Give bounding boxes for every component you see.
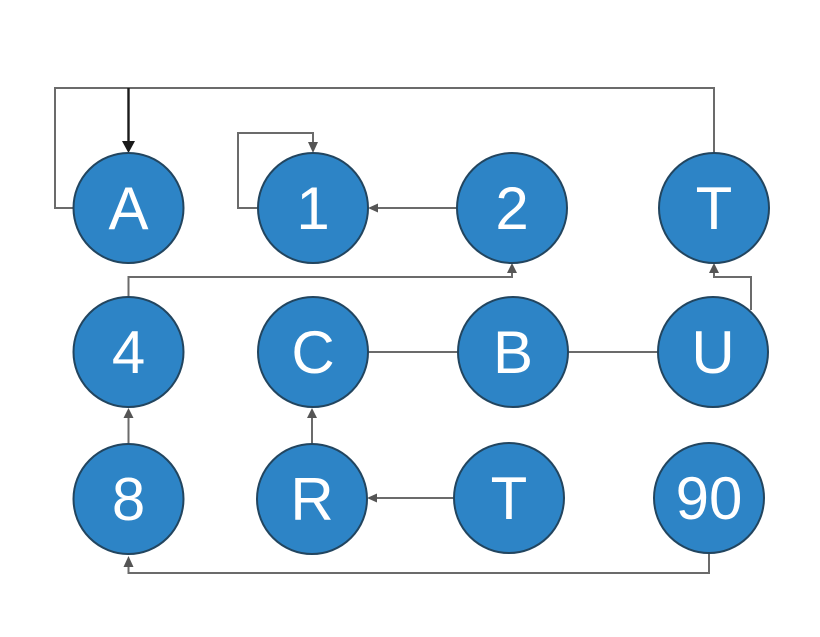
node-1[interactable]: 1 [257, 152, 369, 264]
edge-4-to-2[interactable] [127, 263, 518, 297]
node-T-bottom-circle [453, 442, 565, 554]
edge-Ttop-to-A[interactable] [122, 87, 715, 153]
node-T-top-circle [658, 152, 770, 264]
node-2-label: 2 [495, 175, 528, 242]
node-U-circle [657, 296, 769, 408]
node-C[interactable]: C [257, 296, 369, 408]
arrowhead-icon [123, 556, 134, 567]
node-8[interactable]: 8 [72, 443, 185, 555]
edge-line [127, 273, 513, 297]
edge-line [128, 87, 715, 153]
node-8-label: 8 [112, 466, 145, 533]
node-90-label: 90 [676, 465, 743, 532]
node-C-circle [257, 296, 369, 408]
node-B-label: B [493, 319, 533, 386]
arrowhead-icon [122, 141, 135, 153]
node-T-bottom-label: T [491, 465, 528, 532]
node-1-circle [257, 152, 369, 264]
node-1-label: 1 [296, 175, 329, 242]
node-B-circle [457, 296, 569, 408]
node-B[interactable]: B [457, 296, 569, 408]
node-4[interactable]: 4 [72, 296, 185, 408]
arrowhead-icon [368, 203, 378, 213]
arrowhead-icon [367, 493, 377, 503]
edge-line [713, 273, 752, 310]
edge-8-to-4[interactable] [123, 408, 134, 444]
edge-C-to-B[interactable] [368, 347, 468, 357]
arrowhead-icon [123, 408, 134, 418]
node-8-circle [72, 443, 185, 555]
edge-1-to-1[interactable] [237, 132, 318, 209]
node-U-label: U [691, 319, 734, 386]
node-T-top[interactable]: T [658, 152, 770, 264]
node-R[interactable]: R [256, 443, 368, 555]
edge-2-to-1[interactable] [368, 203, 457, 213]
arrowhead-icon [308, 142, 318, 153]
arrowhead-icon [709, 263, 719, 273]
node-U[interactable]: U [657, 296, 769, 408]
edge-Tbottom-to-R[interactable] [367, 493, 454, 503]
node-A[interactable]: A [72, 152, 185, 264]
edge-90-to-8[interactable] [123, 553, 710, 574]
node-R-circle [256, 443, 368, 555]
node-90-circle [653, 442, 765, 554]
edge-line [54, 87, 129, 209]
node-90[interactable]: 90 [653, 442, 765, 554]
node-R-label: R [290, 466, 333, 533]
node-2-circle [456, 152, 568, 264]
edge-U-to-Ttop[interactable] [709, 263, 752, 310]
node-4-label: 4 [112, 319, 145, 386]
node-A-circle [72, 152, 185, 264]
node-T-bottom[interactable]: T [453, 442, 565, 554]
edge-line [237, 132, 314, 209]
arrowhead-icon [307, 408, 317, 418]
arrowhead-icon [507, 263, 517, 273]
edge-R-to-C[interactable] [307, 408, 317, 444]
node-T-top-label: T [696, 175, 733, 242]
edge-line [127, 553, 710, 574]
edge-A-to-A[interactable] [54, 87, 129, 209]
edge-B-to-U[interactable] [568, 347, 668, 357]
node-A-label: A [108, 175, 148, 242]
node-2[interactable]: 2 [456, 152, 568, 264]
node-4-circle [72, 296, 185, 408]
node-C-label: C [291, 319, 334, 386]
